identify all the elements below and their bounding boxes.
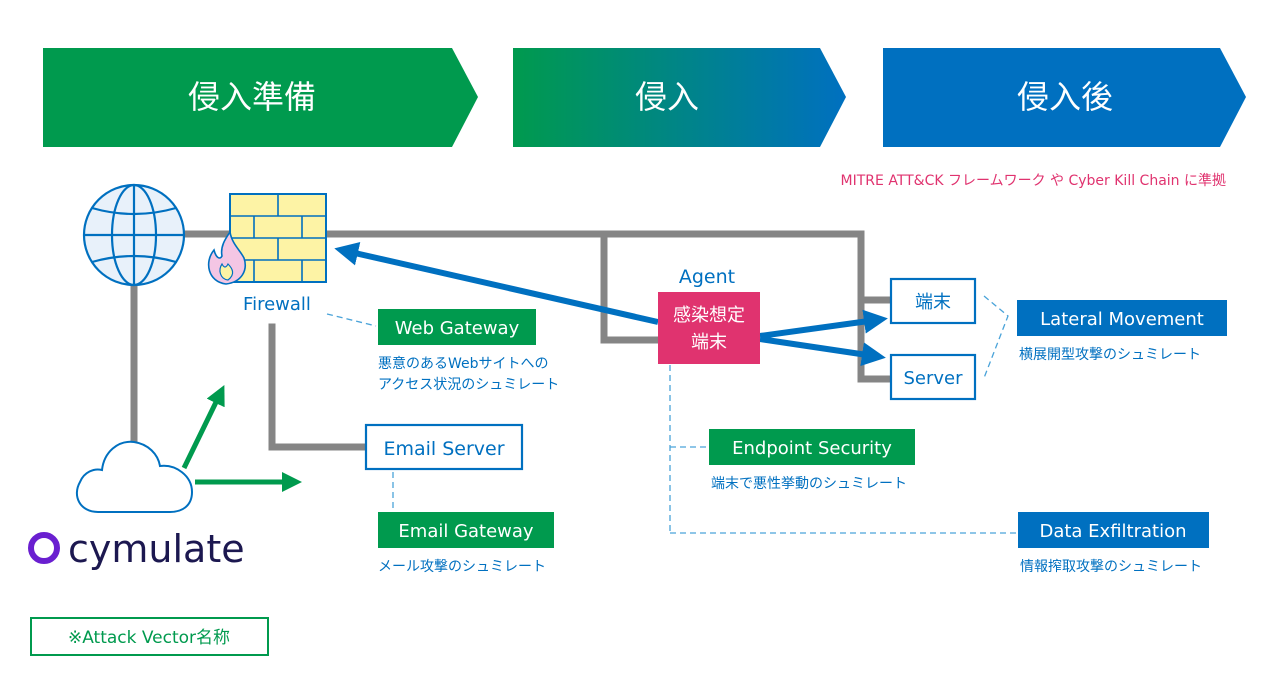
data-exfiltration-desc: 情報搾取攻撃のシュミレート — [1020, 558, 1202, 575]
green-arrows — [181, 385, 302, 492]
network-lines — [130, 230, 895, 451]
phase-intrusion-label: 侵入 — [635, 78, 699, 116]
email-server-node: Email Server — [364, 423, 524, 471]
phase-post-intrusion-label: 侵入後 — [1017, 78, 1113, 116]
data-exfiltration-tag: Data Exfiltration — [1018, 512, 1209, 548]
email-gateway-desc: メール攻撃のシュミレート — [378, 559, 546, 575]
globe-icon — [82, 183, 186, 287]
lateral-movement-label: Lateral Movement — [1040, 309, 1204, 330]
web-gateway-label: Web Gateway — [395, 318, 520, 339]
fire-icon — [207, 229, 246, 285]
lateral-movement-desc: 横展開型攻撃のシュミレート — [1019, 347, 1201, 363]
framework-note: MITRE ATT&CK フレームワーク や Cyber Kill Chain … — [841, 173, 1226, 189]
server-label: Server — [903, 368, 963, 389]
attack-vector-note-text: ※Attack Vector名称 — [68, 628, 230, 648]
phase-preparation: 侵入準備 — [43, 48, 478, 147]
web-gateway-desc-1: 悪意のあるWebサイトへの — [378, 355, 549, 372]
cymulate-logo-mark-icon — [28, 532, 60, 564]
blue-arrows — [334, 241, 888, 367]
firewall-label: Firewall — [243, 294, 311, 315]
email-server-label: Email Server — [383, 438, 504, 460]
phase-post-intrusion: 侵入後 — [883, 48, 1246, 147]
attack-vector-note: ※Attack Vector名称 — [30, 617, 269, 656]
terminal-label: 端末 — [915, 292, 951, 313]
infected-endpoint-line1: 感染想定 — [673, 305, 745, 326]
cloud-icon — [75, 440, 194, 513]
infected-endpoint: 感染想定 端末 — [658, 292, 760, 364]
infected-endpoint-line2: 端末 — [691, 332, 727, 353]
email-gateway-label: Email Gateway — [398, 521, 534, 542]
phase-preparation-label: 侵入準備 — [188, 78, 316, 116]
phase-intrusion: 侵入 — [513, 48, 846, 147]
web-gateway-tag: Web Gateway — [378, 309, 536, 345]
terminal-node: 端末 — [889, 277, 977, 325]
endpoint-security-tag: Endpoint Security — [709, 429, 915, 465]
server-node: Server — [889, 353, 977, 401]
cymulate-wordmark: cymulate — [68, 527, 245, 571]
lateral-movement-tag: Lateral Movement — [1017, 300, 1227, 336]
cymulate-logo: cymulate — [28, 527, 245, 571]
dashed-connectors — [326, 295, 1016, 534]
endpoint-security-desc: 端末で悪性挙動のシュミレート — [711, 476, 907, 492]
web-gateway-desc-2: アクセス状況のシュミレート — [378, 377, 559, 393]
email-gateway-tag: Email Gateway — [378, 512, 554, 548]
data-exfiltration-label: Data Exfiltration — [1039, 521, 1186, 542]
endpoint-security-label: Endpoint Security — [732, 438, 892, 459]
agent-label: Agent — [679, 266, 735, 288]
